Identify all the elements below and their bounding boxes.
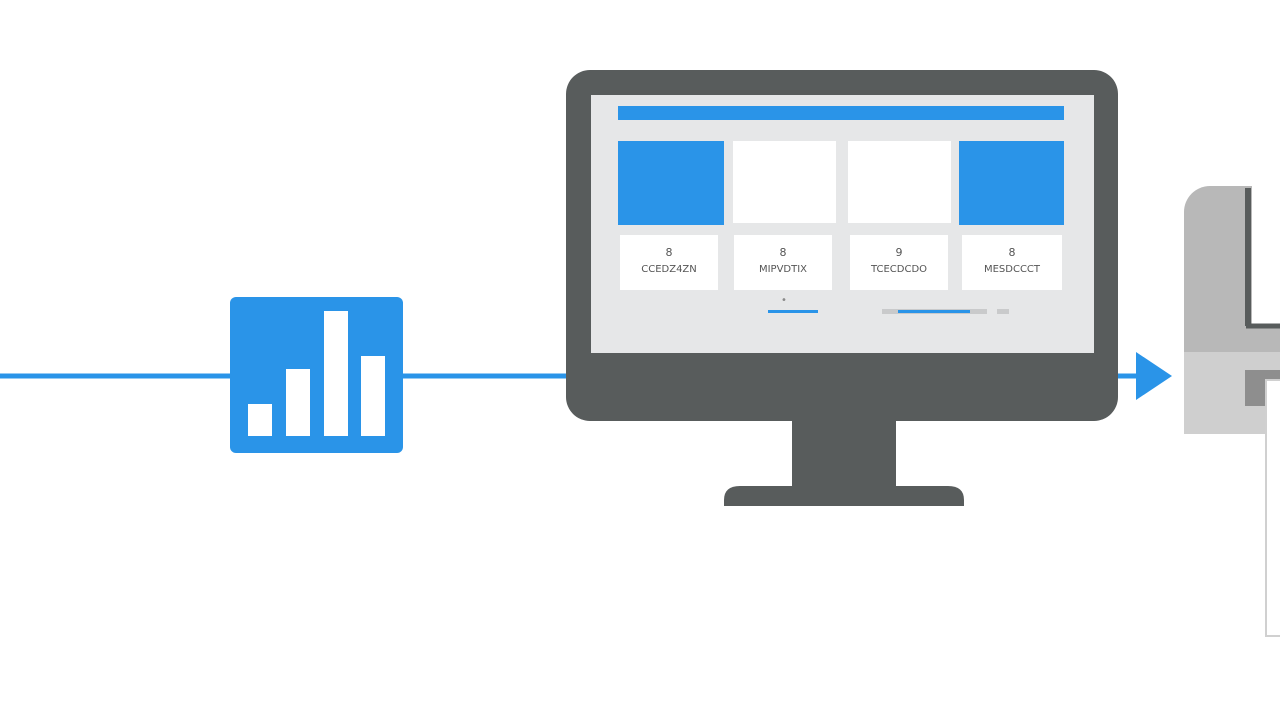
- screen-card-3: 9 TCECDCDO: [850, 235, 948, 290]
- screen-card-4-glyph: 8: [1009, 246, 1016, 259]
- screen-progress-fill: [898, 310, 970, 313]
- screen-card-2: 8 MIPVDTIX: [734, 235, 832, 290]
- screen-card-4-bg: [962, 235, 1062, 290]
- screen-header-bar: [618, 106, 1064, 120]
- chart-icon-bar-3: [324, 311, 348, 436]
- arrow-right-icon: [1136, 352, 1172, 400]
- chart-icon-tile: [230, 297, 403, 453]
- screen-card-4: 8 MESDCCCT: [962, 235, 1062, 290]
- bar-chart-icon: [230, 297, 403, 453]
- screen-tile-4: [959, 141, 1064, 225]
- screen-card-2-glyph: 8: [780, 246, 787, 259]
- screen-card-2-label: MIPVDTIX: [759, 264, 807, 275]
- device-slot: [1252, 186, 1280, 326]
- printer-device-icon: [1184, 186, 1280, 637]
- screen-tile-2: [733, 141, 836, 223]
- monitor-stand-neck: [792, 418, 896, 490]
- screen-pager-dot: •: [781, 295, 787, 306]
- screen-card-4-label: MESDCCCT: [984, 264, 1041, 275]
- screen-card-2-bg: [734, 235, 832, 290]
- chart-icon-bar-4: [361, 356, 385, 436]
- screen-tile-1: [618, 141, 724, 225]
- chart-icon-bar-1: [248, 404, 272, 436]
- screen-tile-3: [848, 141, 951, 223]
- desktop-monitor-icon: 8 CCEDZ4ZN 8 MIPVDTIX 9 TCECDCDO 8 MESDC…: [566, 70, 1118, 506]
- chart-icon-bar-2: [286, 369, 310, 436]
- screen-card-1-glyph: 8: [666, 246, 673, 259]
- monitor-stand-base: [724, 486, 964, 506]
- device-paper-sheet: [1265, 379, 1280, 637]
- screen-card-1-label: CCEDZ4ZN: [641, 264, 697, 275]
- screen-card-3-bg: [850, 235, 948, 290]
- screen-progress-left: [768, 310, 818, 313]
- screen-card-3-glyph: 9: [896, 246, 903, 259]
- screen-card-1: 8 CCEDZ4ZN: [620, 235, 718, 290]
- screen-card-3-label: TCECDCDO: [870, 264, 927, 275]
- screen-card-1-bg: [620, 235, 718, 290]
- screen-progress-end: [997, 309, 1009, 314]
